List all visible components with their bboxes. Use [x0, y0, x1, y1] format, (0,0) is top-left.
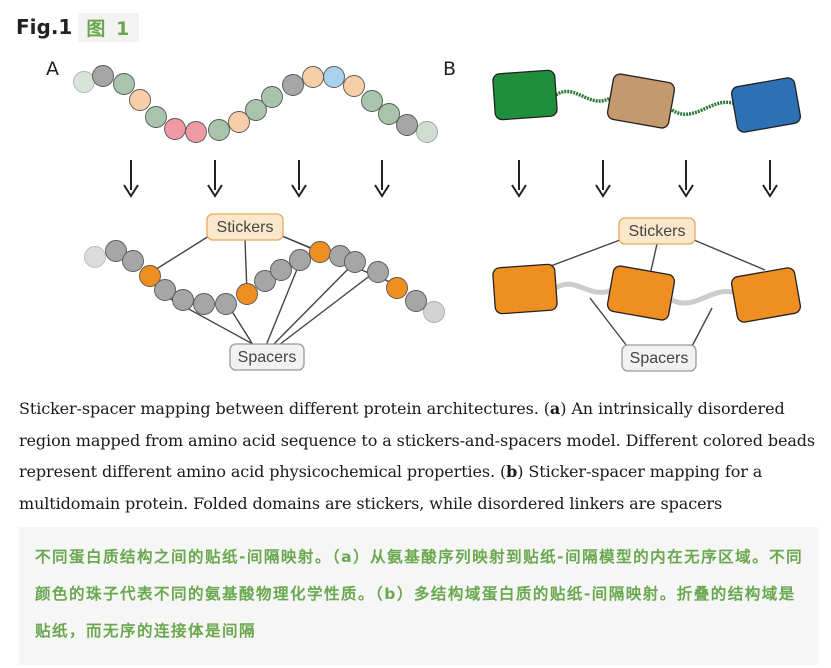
arrow-down-icon: [762, 160, 778, 198]
figure-illustration: A B Stickers Spacers: [46, 58, 802, 372]
amino-acid-bead: [84, 246, 106, 268]
amino-acid-bead: [423, 301, 445, 323]
amino-acid-bead: [154, 279, 176, 301]
caption-chinese-box: 不同蛋白质结构之间的贴纸-间隔映射。（a）从氨基酸序列映射到贴纸-间隔模型的内在…: [19, 527, 819, 665]
panel-b-spacers-label: Spacers: [630, 350, 689, 367]
amino-acid-bead: [113, 73, 135, 95]
amino-acid-bead: [185, 121, 207, 143]
panel-a-label: A: [46, 58, 59, 80]
panel-b-spacers-tag: Spacers: [621, 344, 697, 372]
amino-acid-bead: [245, 99, 267, 121]
panel-b-stickers-tag: Stickers: [618, 217, 696, 245]
amino-acid-bead: [129, 89, 151, 111]
panel-b-label: B: [443, 58, 456, 80]
sticker-domain: [606, 265, 676, 321]
amino-acid-bead: [122, 250, 144, 272]
panel-b-sticker-spacer-protein: [492, 263, 802, 323]
folded-domain-brown: [606, 73, 676, 129]
caption-text: ) Sticker-spacer mapping for a multidoma…: [19, 462, 763, 513]
amino-acid-bead: [164, 118, 186, 140]
caption-panel-ref: a: [549, 399, 561, 418]
amino-acid-bead: [228, 111, 250, 133]
folded-domain-green: [492, 69, 558, 121]
amino-acid-bead: [386, 277, 408, 299]
amino-acid-bead: [261, 86, 283, 108]
panel-a-stickers-tag: Stickers: [206, 213, 284, 241]
caption-panel-ref: b: [506, 462, 518, 481]
caption-text: Sticker-spacer mapping between different…: [19, 399, 550, 418]
sticker-domain: [730, 267, 802, 323]
panel-b-connector-lines: [539, 239, 766, 351]
caption-chinese: 不同蛋白质结构之间的贴纸-间隔映射。（a）从氨基酸序列映射到贴纸-间隔模型的内在…: [35, 548, 804, 640]
arrow-down-icon: [207, 160, 223, 198]
amino-acid-bead: [254, 270, 276, 292]
amino-acid-bead: [105, 240, 127, 262]
panel-a-spacers-tag: Spacers: [229, 343, 305, 371]
amino-acid-bead: [208, 119, 230, 141]
amino-acid-bead: [215, 293, 237, 315]
panel-b-stickers-label: Stickers: [629, 223, 686, 240]
caption-english: Sticker-spacer mapping between different…: [19, 393, 824, 519]
amino-acid-bead: [236, 283, 258, 305]
amino-acid-bead: [344, 251, 366, 273]
panel-a-arrows: [123, 160, 390, 198]
arrow-down-icon: [291, 160, 307, 198]
amino-acid-bead: [282, 74, 304, 96]
arrow-down-icon: [511, 160, 527, 198]
amino-acid-bead: [139, 265, 161, 287]
amino-acid-bead: [416, 121, 438, 143]
amino-acid-bead: [270, 259, 292, 281]
amino-acid-bead: [92, 65, 114, 87]
folded-domain-blue: [730, 77, 802, 133]
panel-b-arrows: [511, 160, 778, 198]
amino-acid-bead: [302, 66, 324, 88]
amino-acid-bead: [309, 241, 331, 263]
panel-a-sticker-spacer-chain: [84, 240, 445, 323]
panel-a-spacers-label: Spacers: [238, 349, 297, 366]
arrow-down-icon: [678, 160, 694, 198]
figure-label-chinese: 图 1: [78, 12, 140, 42]
panel-a-stickers-label: Stickers: [217, 219, 274, 236]
sticker-domain: [492, 263, 558, 315]
amino-acid-bead: [323, 66, 345, 88]
panel-a-sequence-chain: [73, 65, 438, 143]
amino-acid-bead: [361, 90, 383, 112]
amino-acid-bead: [193, 293, 215, 315]
amino-acid-bead: [289, 249, 311, 271]
amino-acid-bead: [396, 114, 418, 136]
amino-acid-bead: [405, 290, 427, 312]
panel-b-multidomain-protein: [492, 69, 802, 133]
arrow-down-icon: [123, 160, 139, 198]
amino-acid-bead: [145, 106, 167, 128]
amino-acid-bead: [172, 289, 194, 311]
amino-acid-bead: [343, 75, 365, 97]
arrow-down-icon: [374, 160, 390, 198]
amino-acid-bead: [367, 261, 389, 283]
amino-acid-bead: [378, 103, 400, 125]
arrow-down-icon: [595, 160, 611, 198]
caption-text: ) An intrinsically disordered region map…: [19, 399, 816, 481]
figure-label: Fig.1: [16, 15, 73, 39]
amino-acid-bead: [73, 71, 95, 93]
figure-header: Fig.1 图 1: [16, 12, 140, 42]
